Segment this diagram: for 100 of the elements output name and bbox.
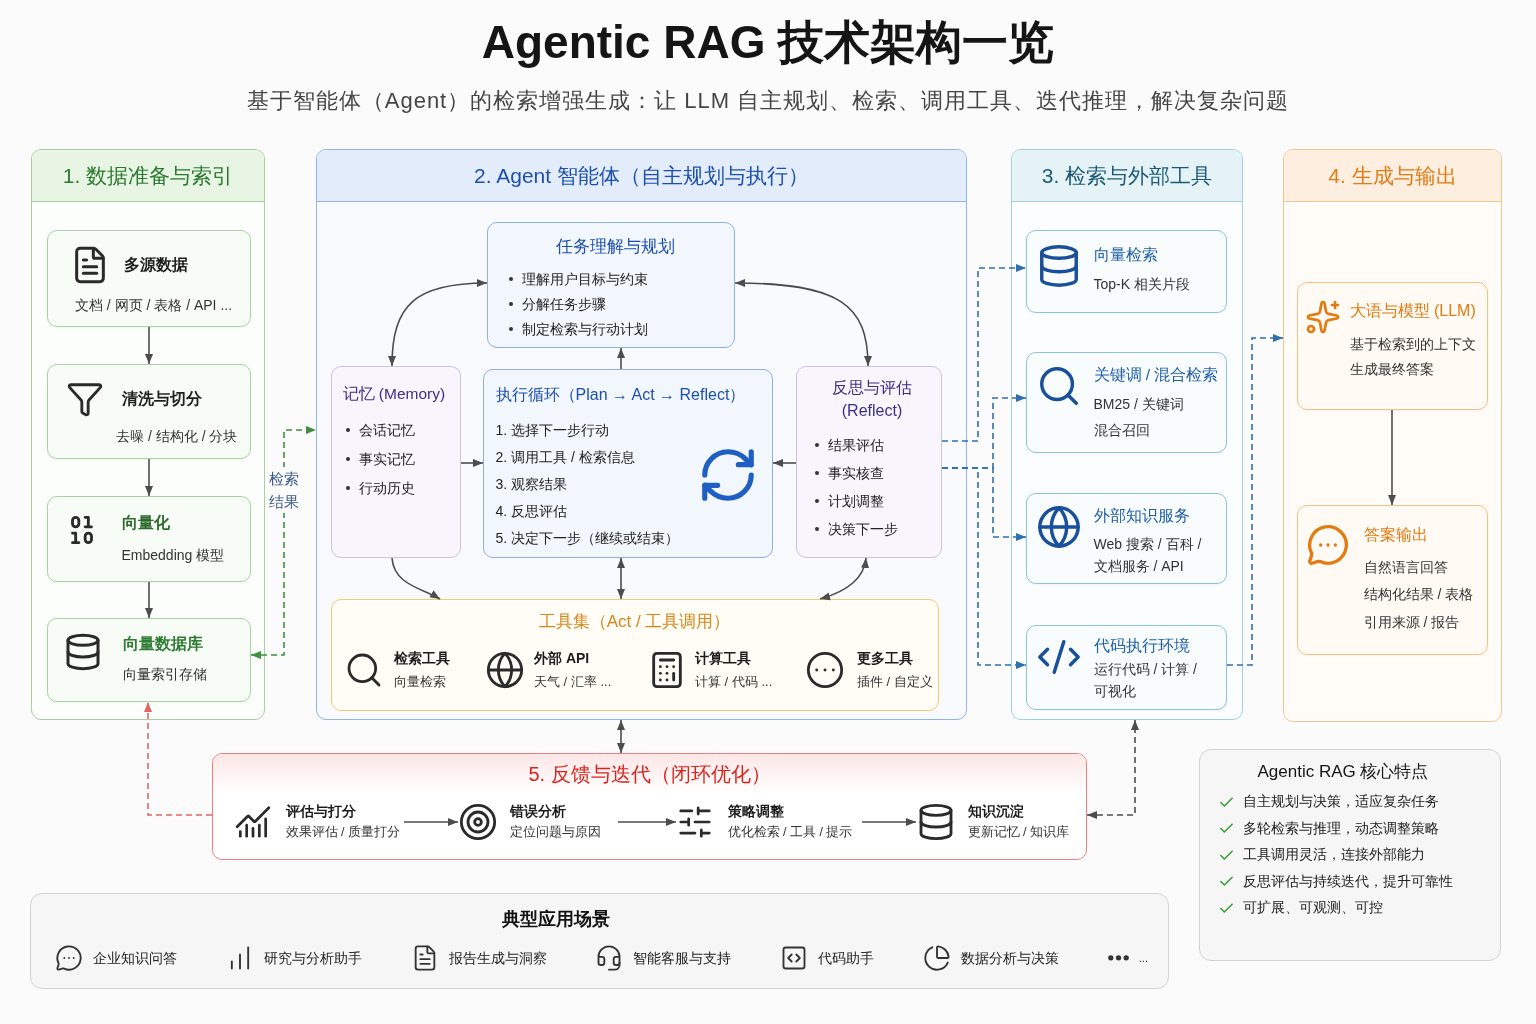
card-text: 向量索引存储 [122, 664, 207, 684]
dashed-arrow [941, 264, 1027, 442]
card-text: Top-K 相关片段 [1093, 274, 1190, 294]
section-panel [212, 753, 1087, 860]
card-title: 多源数据 [123, 254, 188, 275]
item-text: 优化检索 / 工具 / 提示 [727, 823, 853, 841]
card-text: 基于检索到的上下文生成最终答案 [1349, 334, 1477, 379]
panel-title: 典型应用场景 [501, 908, 610, 931]
item-text: 定位问题与原因 [509, 823, 601, 841]
card-text: BM25 / 关键词 [1093, 394, 1184, 414]
process-card [1296, 504, 1488, 655]
item-title: 策略调整 [727, 802, 784, 821]
bullet-item: 行动历史 [342, 473, 415, 503]
scenario-label: 报告生成与洞察 [448, 949, 547, 968]
bullet-item: 分解任务步骤 [505, 291, 606, 317]
process-card [46, 363, 251, 459]
card-title: 记忆 (Memory) [342, 383, 446, 404]
process-card [482, 368, 773, 558]
card-text: 去噪 / 结构化 / 分块 [116, 426, 238, 446]
feature-text: 工具调用灵活，连接外部能力 [1243, 846, 1425, 865]
dashed-double-arrow [1086, 719, 1139, 819]
process-card [1025, 624, 1227, 710]
scenario-label: 企业知识问答 [93, 949, 177, 968]
process-card [46, 229, 251, 327]
section-header: 1. 数据准备与索引 [32, 150, 264, 202]
process-card [330, 365, 461, 558]
arrow [1388, 409, 1396, 506]
process-card [46, 617, 251, 702]
card-title: Agentic RAG 核心特点 [1257, 761, 1429, 783]
section-panel [316, 149, 967, 720]
card-title: 执行循环（Plan → Act → Reflect） [495, 384, 746, 405]
process-card [486, 221, 735, 348]
process-card [1025, 229, 1227, 313]
bullet-item: 计划调整 [811, 486, 884, 515]
card-title: 向量检索 [1093, 244, 1158, 265]
feature-text: 多轮检索与推理，动态调整策略 [1243, 819, 1439, 838]
card-title: 任务理解与规划 [556, 235, 675, 258]
list-item: 2. 调用工具 / 检索信息 [495, 447, 635, 467]
card-title: 向量数据库 [122, 633, 203, 654]
process-card [795, 365, 942, 558]
card-title: 向量化 [121, 512, 170, 533]
process-card [46, 495, 251, 582]
arrow [145, 326, 153, 365]
feature-text: 可扩展、可观测、可控 [1243, 899, 1383, 918]
process-card [1296, 281, 1488, 410]
arrow [403, 818, 459, 826]
subtitle: 基于智能体（Agent）的检索增强生成：让 LLM 自主规划、检索、调用工具、迭代推理，解决复杂问题 [246, 87, 1290, 115]
card-title: 清洗与切分 [121, 388, 202, 409]
process-card [1025, 492, 1227, 584]
item-title: 评估与打分 [285, 802, 356, 821]
double-arrow [617, 557, 625, 600]
diagram-title: Agentic RAG 技术架构一览 [481, 15, 1055, 70]
item-text: 计算 / 代码 ... [695, 673, 773, 691]
card-text: Web 搜索 / 百科 / 文档服务 / API [1093, 534, 1203, 576]
card-title: 代码执行环境 [1093, 635, 1190, 656]
bullet-item: 结果评估 [811, 430, 884, 459]
item-text: 向量检索 [394, 673, 446, 691]
card-text: 自然语言回答 [1363, 557, 1448, 577]
card-text: 文档 / 网页 / 表格 / API ... [74, 295, 233, 315]
item-title: 知识沉淀 [967, 802, 1024, 821]
scenario-panel [30, 893, 1169, 989]
card-title: 关键调 / 混合检索 [1093, 364, 1219, 385]
double-arrow [819, 557, 869, 600]
tool-panel [330, 598, 939, 711]
arrow [145, 581, 153, 619]
card-title: 反思与评估 (Reflect) [831, 377, 913, 421]
arrow [145, 458, 153, 497]
bullet-item: 理解用户目标与约束 [505, 266, 648, 292]
item-text: 更新记忆 / 知识库 [967, 823, 1069, 841]
item-title: 外部 API [534, 649, 590, 668]
scenario-label: 研究与分析助手 [263, 949, 362, 968]
arrow [617, 347, 625, 370]
scenario-label: 智能客服与支持 [633, 949, 732, 968]
dashed-double-arrow [250, 426, 317, 659]
scenario-label: 数据分析与决策 [961, 949, 1059, 968]
card-title: 大语与模型 (LLM) [1349, 300, 1476, 321]
arrow [861, 818, 917, 826]
item-title: 计算工具 [695, 649, 751, 668]
section-panel [31, 149, 265, 720]
bullet-item: 事实核查 [811, 458, 884, 487]
section-header: 3. 检索与外部工具 [1012, 150, 1242, 202]
item-text: 插件 / 自定义 [857, 673, 933, 691]
card-title: 答案输出 [1363, 524, 1428, 545]
panel-title: 工具集（Act / 工具调用） [538, 610, 731, 633]
arrow [617, 818, 677, 826]
feature-text: 自主规划与决策，适应复杂任务 [1243, 793, 1439, 812]
feature-text: 反思评估与持续迭代，提升可靠性 [1243, 872, 1453, 891]
card-title: 外部知识服务 [1093, 505, 1190, 526]
section-header: 2. Agent 智能体（自主规划与执行） [317, 150, 966, 202]
bullet-item: 事实记忆 [342, 444, 415, 474]
dashed-arrow [144, 701, 213, 816]
list-item: 3. 观察结果 [495, 474, 568, 494]
edge-label: 检索结果 [269, 467, 299, 513]
feature-card [1199, 749, 1501, 961]
scenario-label: 代码助手 [818, 949, 875, 968]
bullet-item: 会话记忆 [342, 415, 415, 445]
process-card [1025, 351, 1227, 453]
double-arrow [617, 719, 625, 754]
section-panel [1283, 149, 1502, 722]
dashed-arrow [941, 467, 1027, 669]
